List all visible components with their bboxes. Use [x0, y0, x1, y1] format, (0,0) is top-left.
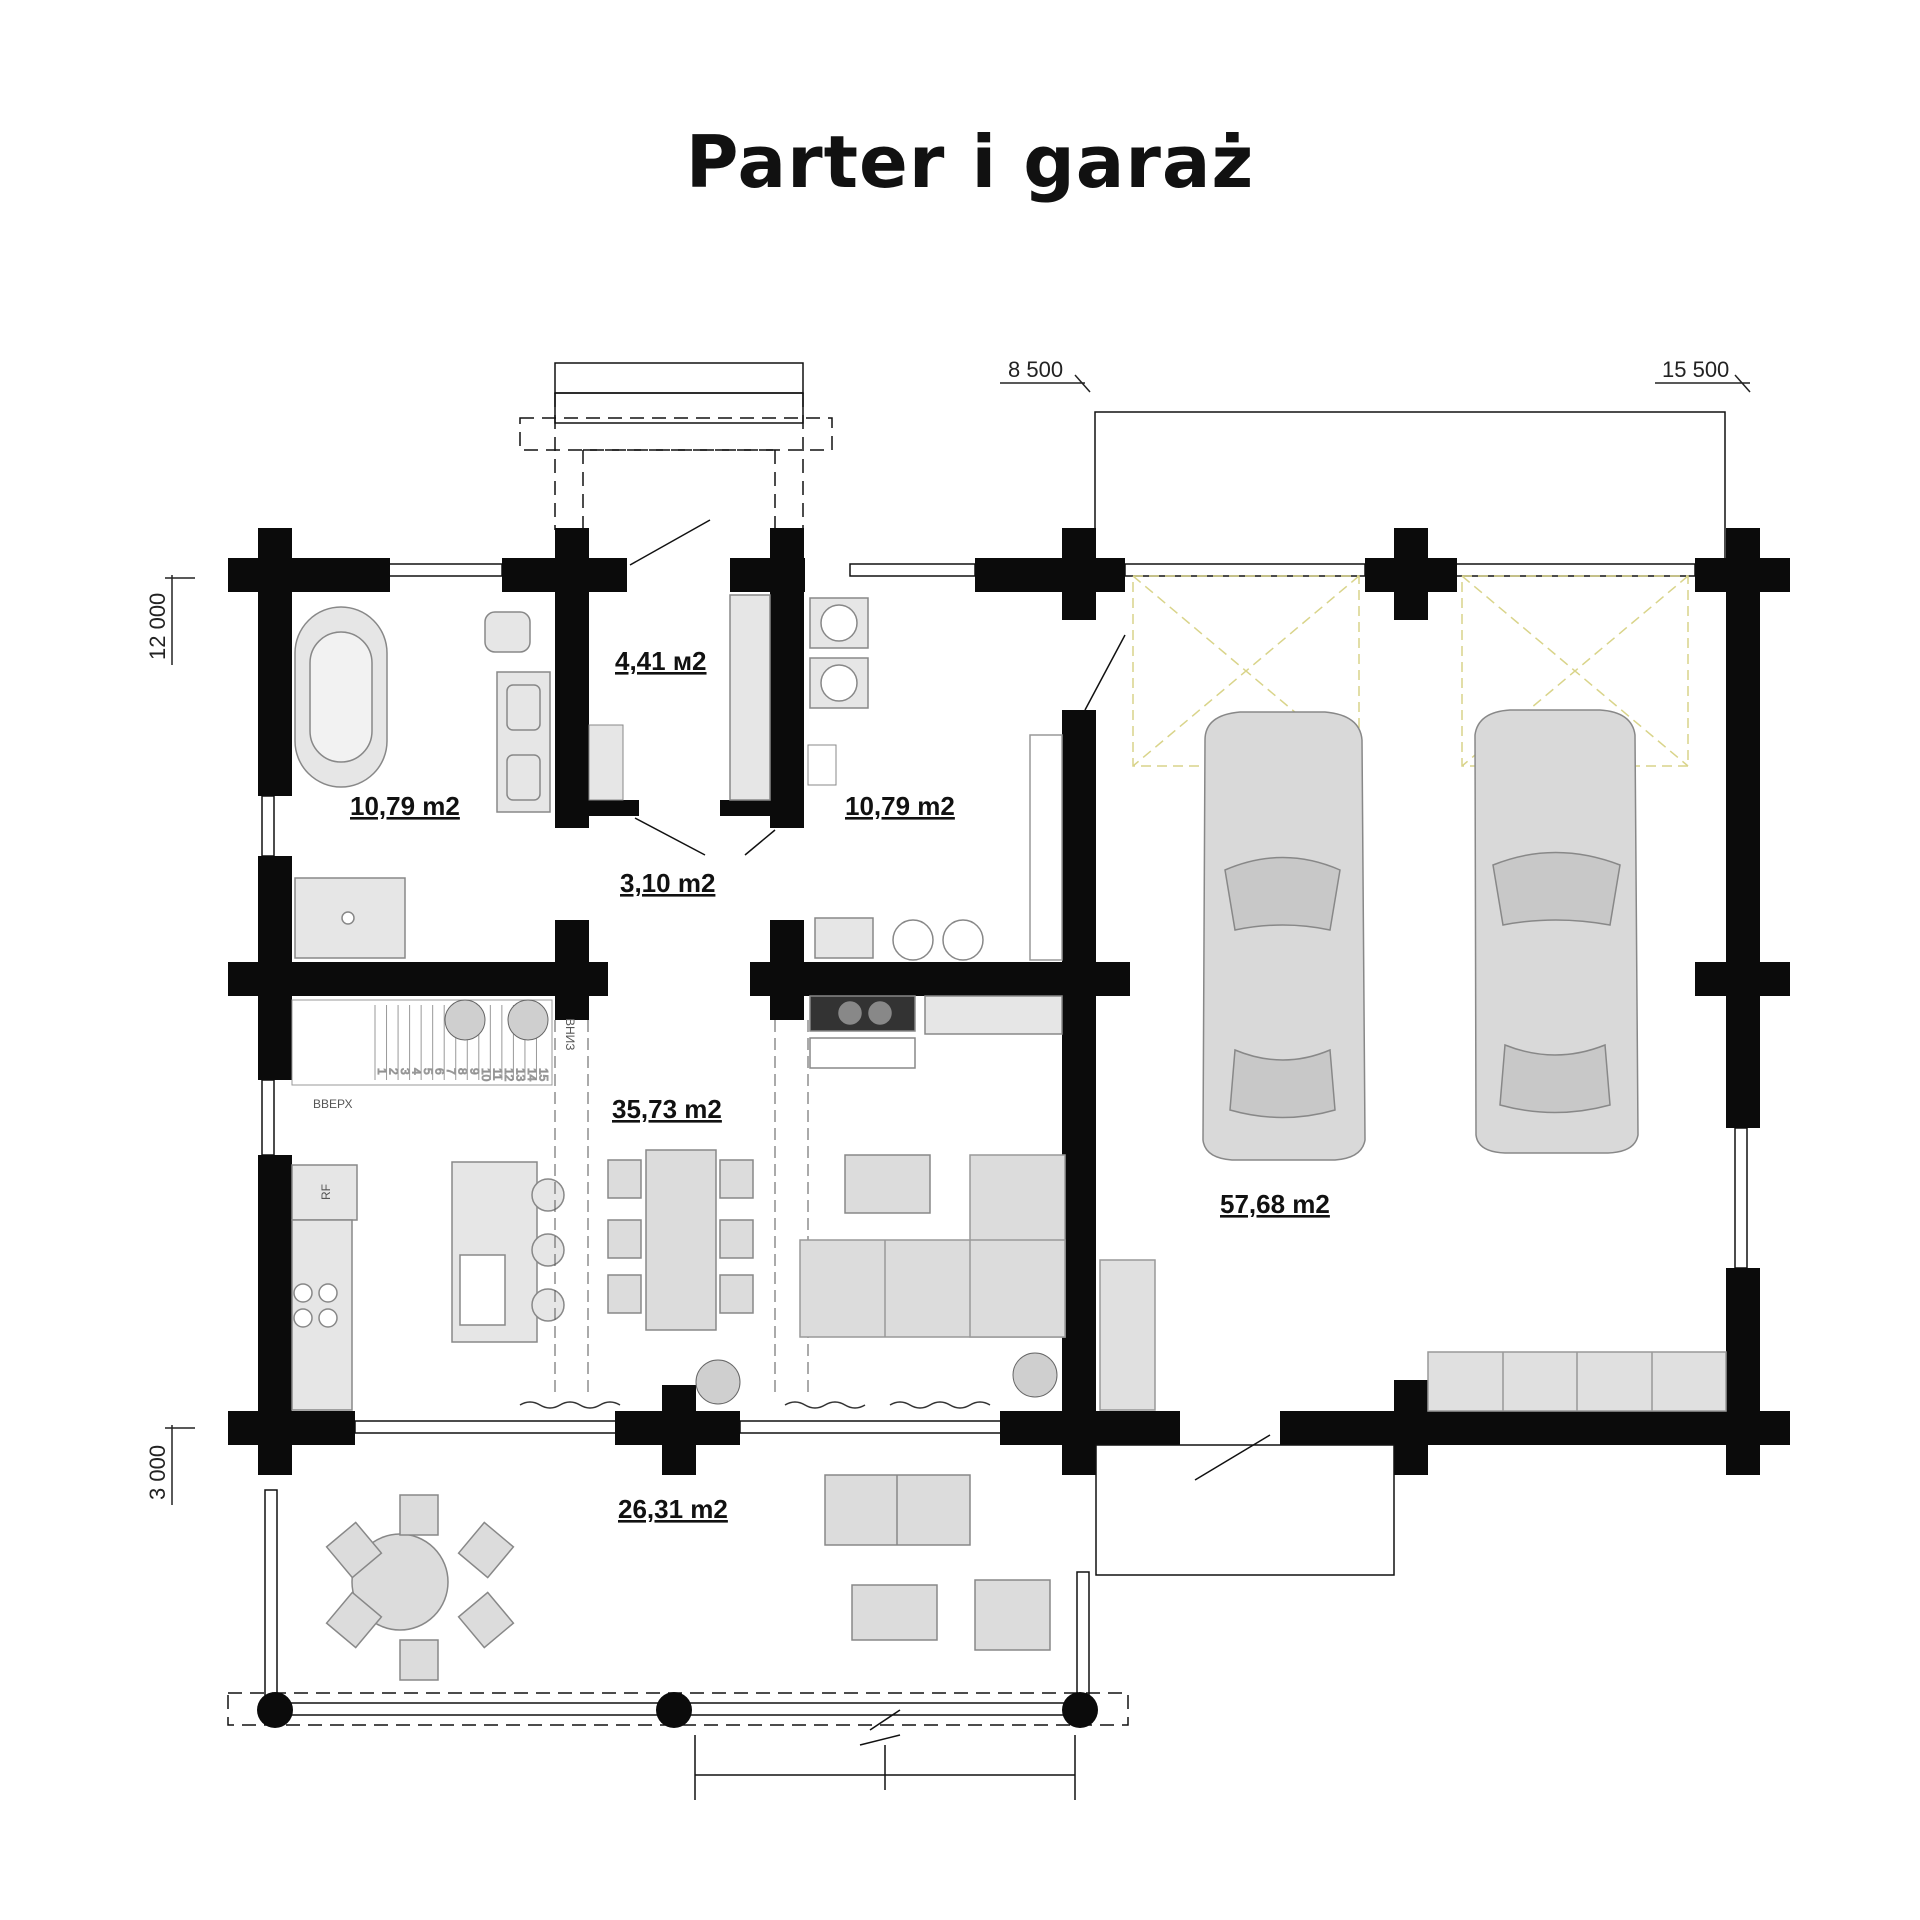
- stair-step-number: 4: [410, 1068, 424, 1075]
- stair-step-number: 10: [479, 1068, 493, 1082]
- stairs-down-label: ВНИЗ: [563, 1018, 577, 1051]
- stair-step-number: 8: [456, 1068, 470, 1075]
- area-garage: 57,68 m2: [1220, 1189, 1330, 1219]
- kitchen-island: [451, 1161, 565, 1343]
- area-living: 35,73 m2: [612, 1094, 722, 1124]
- dimension-8500: 8 500: [1008, 357, 1063, 382]
- dimension-15500: 15 500: [1662, 357, 1729, 382]
- stairs-up-label: ВВЕРХ: [313, 1097, 352, 1111]
- shower-icon: [294, 877, 406, 959]
- windows: [261, 563, 1748, 1434]
- washing-machine-icon: [809, 597, 869, 709]
- entrance-canopy: [519, 362, 833, 530]
- dimension-12000: 12 000: [145, 593, 170, 660]
- car-left-icon: [1202, 711, 1366, 1161]
- stair-step-number: 3: [398, 1068, 412, 1075]
- toilet-icon: [484, 611, 531, 653]
- stair-step-number: 6: [433, 1068, 447, 1075]
- coffee-table: [844, 1154, 931, 1214]
- walls: [228, 528, 1790, 1475]
- stair-step-number: 9: [467, 1068, 481, 1075]
- utility-shelves: [1029, 734, 1063, 961]
- stair-step-number: 14: [525, 1068, 539, 1082]
- plan-title: Parter i garaż: [685, 120, 1255, 204]
- stair-step-number: 11: [490, 1068, 504, 1081]
- dimension-3000: 3 000: [145, 1445, 170, 1500]
- stair-step-number: 7: [444, 1068, 458, 1075]
- dimension-lines: [165, 374, 1751, 1505]
- stair-step-number: 15: [536, 1068, 550, 1082]
- doors: [629, 519, 1271, 1731]
- boiler-icon: [807, 744, 837, 786]
- wardrobe-icon: [729, 594, 771, 801]
- terrace-columns: [257, 1692, 1098, 1728]
- area-hall: 3,10 m2: [620, 868, 715, 898]
- stair-step-number: 12: [502, 1068, 516, 1082]
- area-terrace: 26,31 m2: [618, 1494, 728, 1524]
- outdoor-sofa-icon: [824, 1474, 1051, 1651]
- dining-zone-dashes: [554, 1020, 809, 1395]
- garage-shelves: [1099, 1259, 1727, 1412]
- round-table-icon: [325, 1494, 515, 1681]
- car-right-icon: [1474, 709, 1639, 1154]
- area-entry: 4,41 м2: [615, 646, 707, 676]
- bathtub-icon: [294, 606, 388, 788]
- stair-step-number: 2: [387, 1068, 401, 1075]
- dining-table: [607, 1149, 754, 1331]
- curtains: [519, 1401, 991, 1409]
- plant-icon: [444, 999, 1058, 1405]
- area-bathroom: 10,79 m2: [350, 791, 460, 821]
- area-utility: 10,79 m2: [845, 791, 955, 821]
- sink-stand-icon: [814, 917, 984, 961]
- sofa-icon: [799, 1154, 1066, 1338]
- kitchen-counter: [291, 1164, 358, 1411]
- stove-counter: [809, 995, 1063, 1069]
- entry-cabinet: [588, 724, 624, 801]
- stair-step-number: 1: [375, 1068, 389, 1075]
- stair-step-number: 5: [421, 1068, 435, 1075]
- fridge-label: RF: [319, 1184, 333, 1200]
- stair-step-number: 13: [513, 1068, 527, 1082]
- double-sink-icon: [496, 671, 551, 813]
